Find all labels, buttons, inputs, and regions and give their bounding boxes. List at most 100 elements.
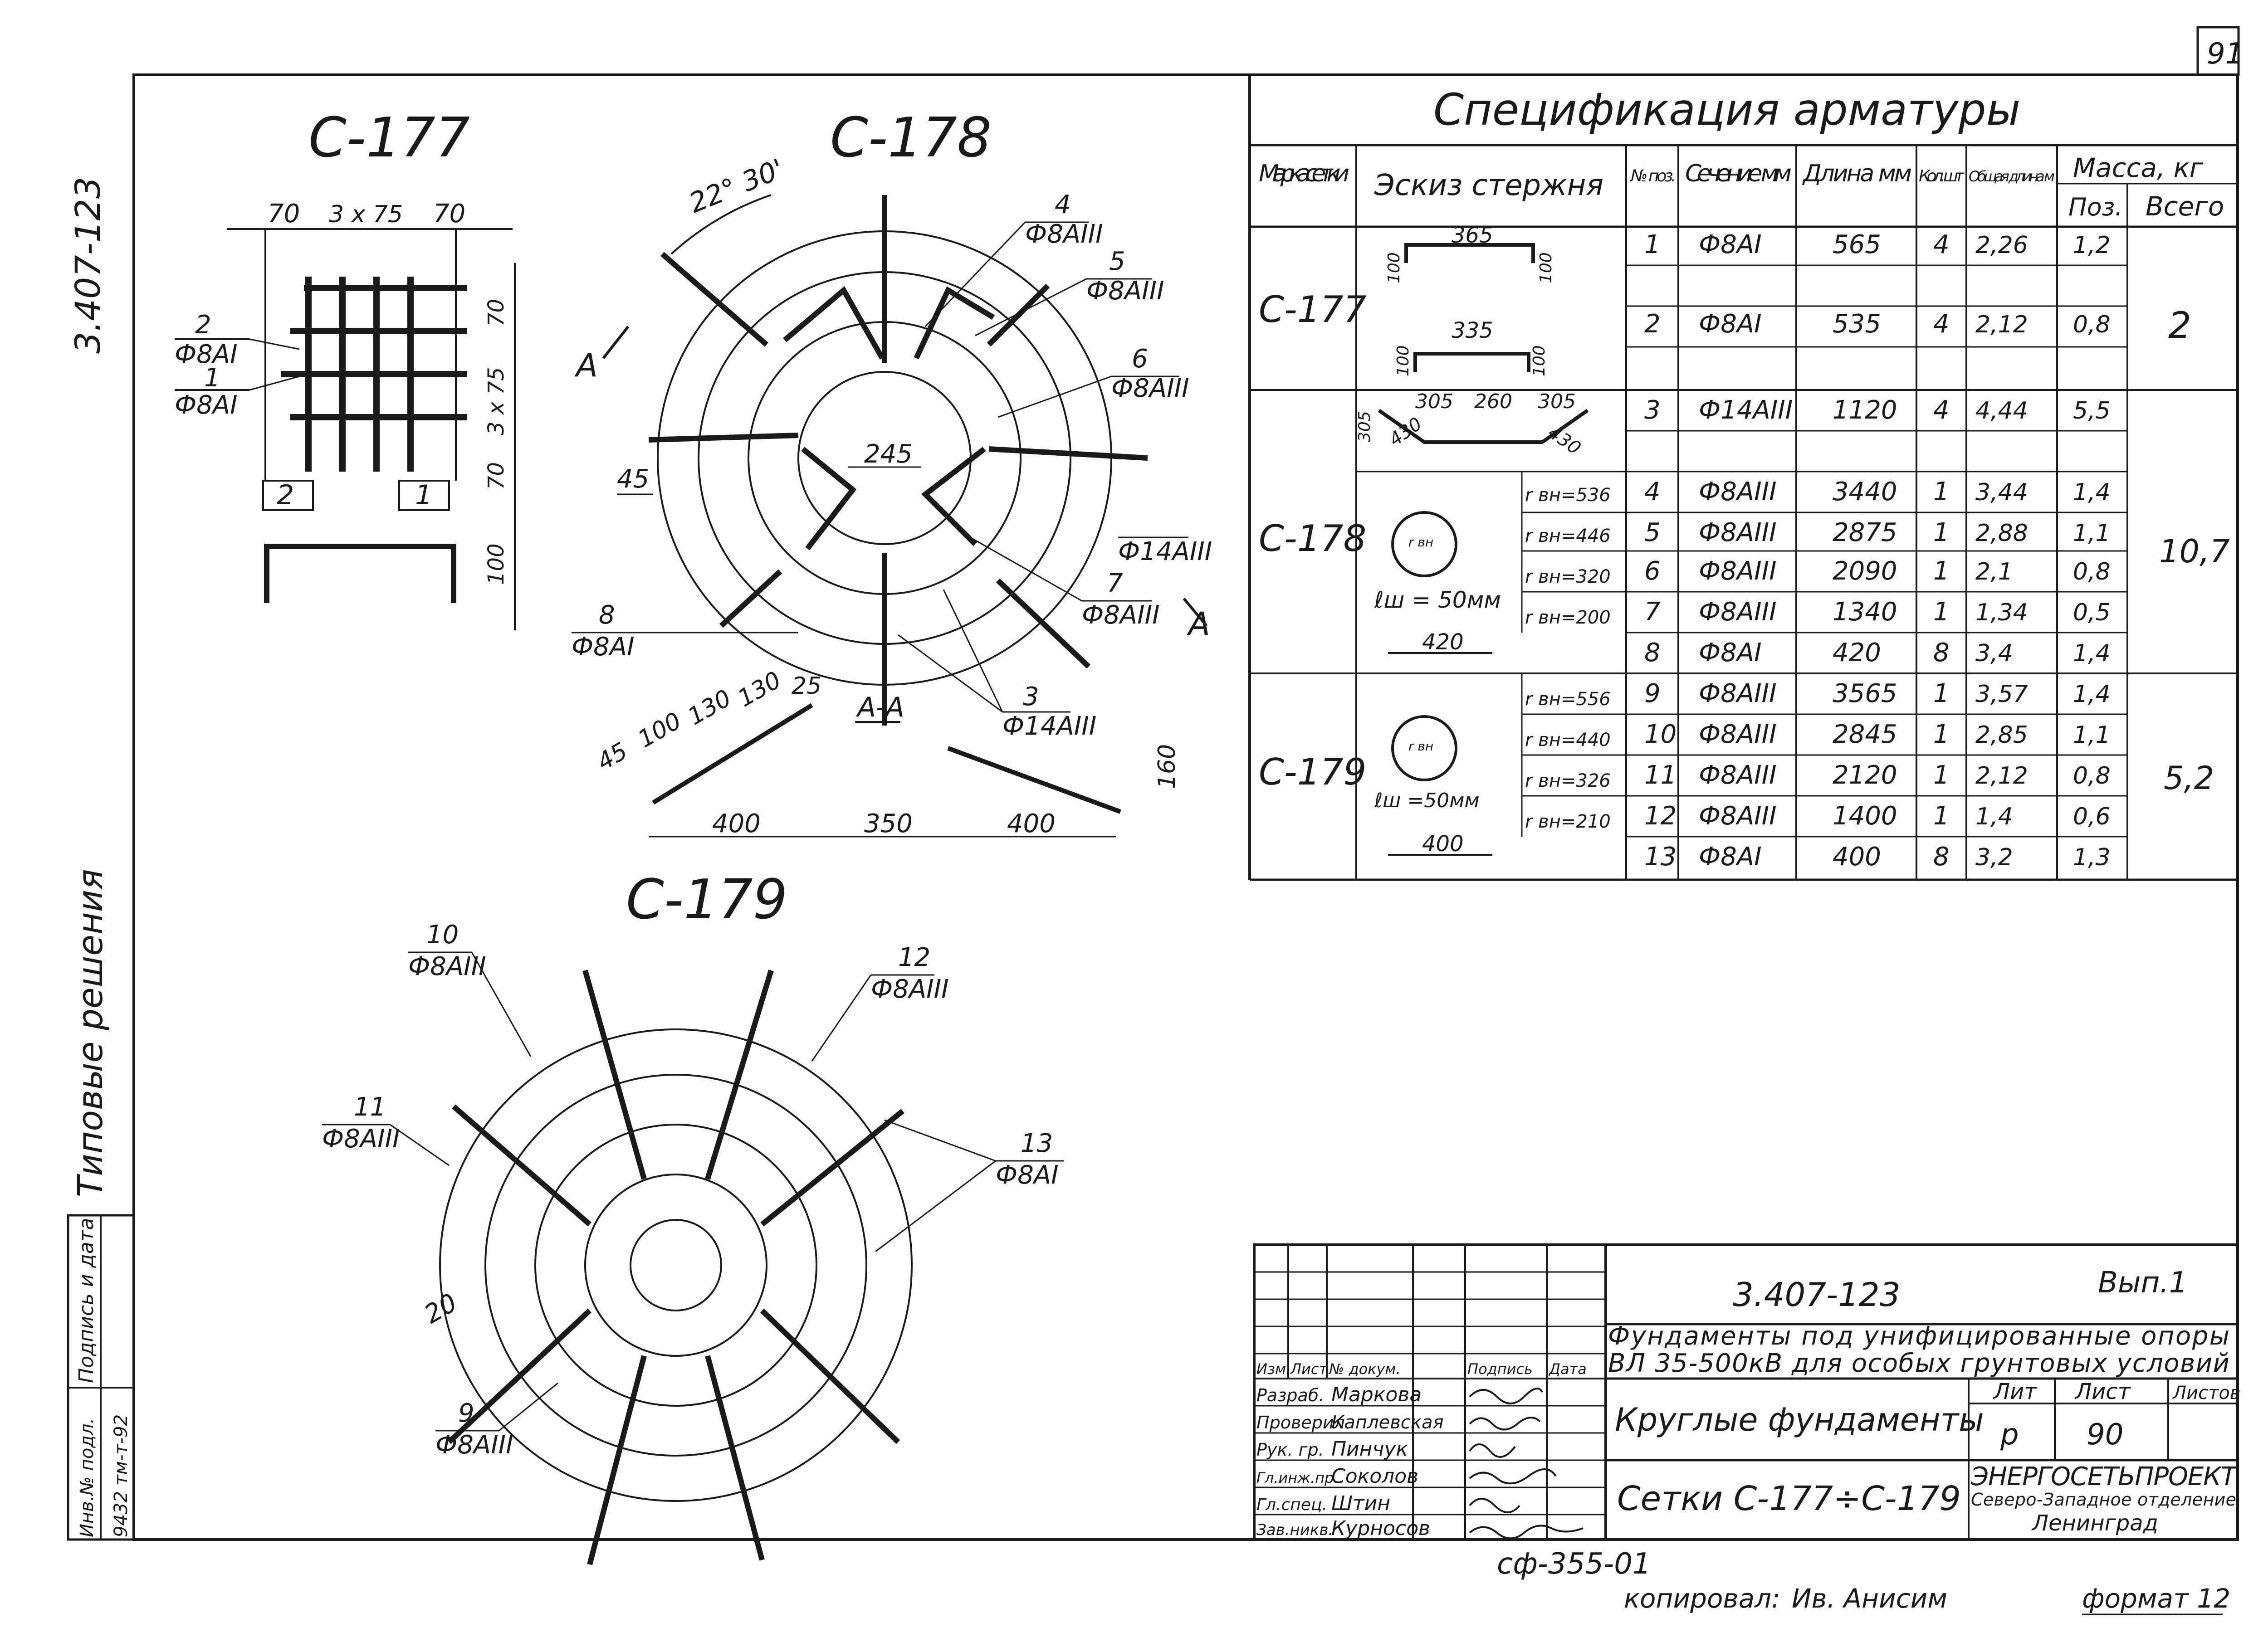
c178-callout-4-num: 4	[1055, 190, 1071, 219]
spec-sketch1-len: 365	[1452, 223, 1493, 248]
tb-org-1: ЭНЕРГОСЕТЬПРОЕКТ	[1970, 1462, 2238, 1491]
spec-row-4-length: 3440	[1833, 477, 1897, 507]
spec-row-8-section: Ф8АI	[1699, 638, 1762, 668]
spec-c178-r4: r вн=536	[1525, 485, 1611, 506]
tb-col-izm: Изм.	[1256, 1360, 1290, 1378]
tb-lit-label: Лит	[1993, 1379, 2038, 1404]
spec-sketch1-side-left: 100	[1385, 252, 1403, 283]
c178-callout-5-bar: Ф8АIII	[1086, 276, 1164, 306]
c179-callout-13-bar: Ф8АI	[996, 1160, 1059, 1190]
page-number-box	[2196, 26, 2240, 76]
spec-sketch3-diag-1: 430	[1544, 422, 1584, 459]
page-number: 91	[2207, 37, 2244, 71]
spec-c178-len8: 420	[1422, 629, 1464, 655]
c178-callout-4-bar: Ф8АIII	[1025, 219, 1103, 249]
spec-row-13-section: Ф8АI	[1699, 842, 1762, 872]
spec-group-c178-total: 10,7	[2159, 533, 2230, 570]
spec-row-8-length: 420	[1833, 638, 1881, 668]
spec-head-pos: № поз.	[1630, 167, 1676, 185]
c178-sec-dim-400a: 400	[712, 809, 761, 838]
spec-table: Спецификация арматуры Марка сетки Эскиз …	[1248, 75, 2238, 881]
tb-name-2: Пинчук	[1331, 1437, 1408, 1461]
tb-col-sign: Подпись	[1467, 1360, 1533, 1378]
c178-callout-8-bar: Ф8АI	[572, 632, 635, 662]
spec-row-12-length: 1400	[1833, 801, 1897, 831]
tb-role-3: Гл.инж.пр.	[1256, 1469, 1339, 1486]
c178-callout-5-num: 5	[1109, 247, 1125, 276]
spec-row-7-section: Ф8АIII	[1699, 597, 1777, 627]
spec-row-10-qty: 1	[1933, 720, 1950, 749]
c179-callout-11-bar: Ф8АIII	[322, 1124, 400, 1154]
spec-head-mark: Марка сетки	[1259, 160, 1349, 187]
c178-callout-6-num: 6	[1132, 344, 1148, 374]
spec-row-12-total-len: 1,4	[1975, 803, 2013, 830]
spec-row-12-section: Ф8АIII	[1699, 801, 1777, 831]
spec-row-13-pos: 13	[1644, 842, 1677, 872]
spec-c179-r11: r вн=326	[1525, 770, 1611, 791]
spec-head-mass-all: Всего	[2146, 191, 2224, 222]
spec-row-1-qty: 4	[1933, 230, 1950, 259]
tb-list-value: 90	[2087, 1418, 2123, 1452]
spec-row-11-pos: 11	[1644, 760, 1677, 790]
spec-row-5-qty: 1	[1933, 518, 1950, 547]
tb-org-2: Северо-Западное отделение	[1971, 1490, 2236, 1510]
spec-row-12-pos: 12	[1644, 801, 1677, 831]
c178-callout-8-num: 8	[599, 600, 615, 630]
c179-callout-11-num: 11	[354, 1092, 386, 1122]
spec-row-8-total-len: 3,4	[1975, 640, 2013, 667]
c179-edge-dim: 20	[420, 1288, 462, 1330]
spec-c179-r9: r вн=556	[1525, 689, 1611, 710]
c178-sec-dim-130b: 130	[733, 667, 786, 713]
spec-row-11-section: Ф8АIII	[1699, 760, 1777, 790]
spec-row-8-pos: 8	[1644, 638, 1661, 668]
spec-row-12-mass: 0,6	[2073, 803, 2111, 830]
spec-title: Спецификация арматуры	[1433, 84, 2020, 135]
spec-row-7-mass: 0,5	[2073, 599, 2111, 626]
tb-subject-1: Фундаменты под унифицированные опоры	[1608, 1321, 2229, 1351]
spec-row-13-mass: 1,3	[2073, 844, 2111, 871]
spec-c178-r5: r вн=446	[1525, 526, 1611, 546]
c177-dim-right-mid: 3 x 75	[484, 367, 509, 435]
spec-row-6-mass: 0,8	[2073, 558, 2111, 585]
c177-dim-top-mid: 3 x 75	[329, 201, 403, 228]
format-label: формат 12	[2082, 1583, 2230, 1614]
spec-row-2-pos: 2	[1644, 309, 1661, 339]
c177-pos-label-1: 1	[415, 479, 432, 511]
c178-sec-dim-160: 160	[1154, 744, 1181, 789]
spec-row-7-qty: 1	[1933, 597, 1950, 627]
spec-row-1-total-len: 2,26	[1975, 232, 2028, 259]
spec-row-1-section: Ф8АI	[1699, 230, 1762, 259]
spec-c179-r12: r вн=210	[1525, 811, 1611, 832]
spec-group-c177-mark: С-177	[1259, 288, 1367, 331]
spec-group-c179-mark: С-179	[1259, 751, 1366, 793]
spec-sketch3-top-0: 305	[1415, 390, 1453, 413]
c177-callout-2-bar: Ф8АI	[175, 340, 238, 369]
c177-grid	[281, 277, 467, 472]
spec-head-sketch: Эскиз стержня	[1374, 169, 1603, 202]
c178-sec-dim-45: 45	[593, 737, 632, 776]
c178-left-dim: 45	[617, 464, 649, 494]
c178-section-title: А-А	[855, 692, 904, 723]
spec-row-13-length: 400	[1833, 842, 1881, 872]
stamp-left-bottom: Инв.№ подл.	[77, 1418, 98, 1537]
tb-role-0: Разраб.	[1256, 1385, 1324, 1405]
stamp-left-value: 9432 тм-т-92	[111, 1414, 132, 1537]
c179-callout-12-num: 12	[898, 943, 930, 972]
spec-c179-lsh: ℓш =50мм	[1374, 789, 1480, 812]
spec-row-11-mass: 0,8	[2073, 762, 2111, 789]
c178-sec-dim-350: 350	[864, 809, 913, 838]
c177-view: С-177 70 3 x 75 70 70 3 x 75 70 100 2 Ф8…	[175, 107, 516, 630]
spec-c179-len13: 400	[1422, 831, 1464, 857]
tb-col-doc: № докум.	[1328, 1360, 1401, 1378]
spec-row-3-length: 1120	[1833, 395, 1897, 425]
tb-role-1: Проверил	[1256, 1413, 1345, 1433]
c177-dim-top-left: 70	[268, 199, 300, 229]
spec-row-6-length: 2090	[1833, 556, 1897, 586]
spec-row-4-pos: 4	[1644, 477, 1661, 507]
spec-row-3-total-len: 4,44	[1975, 397, 2028, 424]
spec-row-3-qty: 4	[1933, 395, 1950, 425]
spec-row-2-qty: 4	[1933, 309, 1950, 339]
spec-row-9-section: Ф8АIII	[1699, 679, 1777, 708]
spec-group-c178-mark: С-178	[1259, 517, 1366, 560]
